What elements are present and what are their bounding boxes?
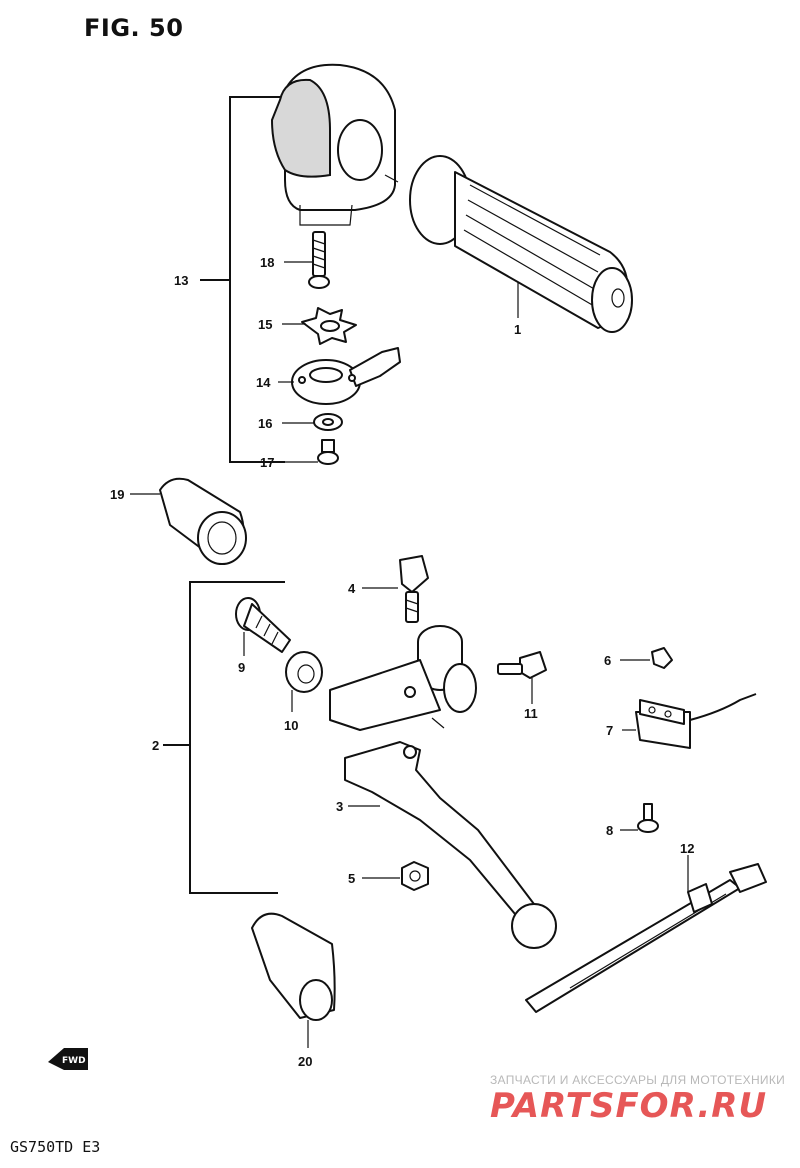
lock-nut-10[interactable] <box>285 651 323 693</box>
callout-5: 5 <box>348 871 355 886</box>
dust-boot-19[interactable] <box>159 477 247 565</box>
star-washer-15[interactable] <box>301 307 357 345</box>
callout-3: 3 <box>336 799 343 814</box>
switch-housing[interactable] <box>270 63 399 226</box>
cable-tie-12[interactable] <box>525 863 767 1013</box>
callout-labels: 1 2 3 4 5 6 7 8 9 10 11 12 13 14 15 16 1… <box>110 255 694 1069</box>
watermark-logo: PARTSFOR.RU <box>490 1086 768 1126</box>
callout-10: 10 <box>284 718 298 733</box>
lever-cover-20[interactable] <box>251 912 336 1021</box>
adjuster-screw-9[interactable] <box>235 597 291 653</box>
screw-17[interactable] <box>317 439 339 465</box>
handlebar-grip-1[interactable] <box>409 155 633 333</box>
screw-18[interactable] <box>308 231 330 289</box>
callout-6: 6 <box>604 653 611 668</box>
clutch-switch-7[interactable] <box>635 693 757 749</box>
clutch-lever-3[interactable] <box>344 741 557 949</box>
callout-7: 7 <box>606 723 613 738</box>
callout-1: 1 <box>514 322 521 337</box>
model-code: GS750TD E3 <box>10 1138 101 1156</box>
callout-19: 19 <box>110 487 124 502</box>
callout-17: 17 <box>260 455 274 470</box>
lever-holder-2[interactable] <box>329 625 477 731</box>
pivot-bolt-4[interactable] <box>399 555 429 623</box>
callout-20: 20 <box>298 1054 312 1069</box>
callout-8: 8 <box>606 823 613 838</box>
washer-16[interactable] <box>313 413 343 431</box>
bolt-11[interactable] <box>497 651 547 679</box>
group-bracket-13 <box>200 96 285 463</box>
watermark-caption: ЗАПЧАСТИ И АКСЕССУАРЫ ДЛЯ МОТОТЕХНИКИ <box>490 1073 786 1087</box>
nut-5[interactable] <box>401 861 429 891</box>
callout-14: 14 <box>256 375 271 390</box>
screw-8[interactable] <box>637 803 659 833</box>
callout-2: 2 <box>152 738 159 753</box>
leader-lines <box>130 261 689 1048</box>
group-bracket-2 <box>163 581 285 894</box>
callout-16: 16 <box>258 416 272 431</box>
figure-title: FIG. 50 <box>84 14 184 42</box>
callout-4: 4 <box>348 581 356 596</box>
callout-15: 15 <box>258 317 272 332</box>
callout-9: 9 <box>238 660 245 675</box>
callout-18: 18 <box>260 255 274 270</box>
direction-badge-label: FWD <box>62 1056 86 1066</box>
callout-11: 11 <box>524 706 538 721</box>
callout-12: 12 <box>680 841 694 856</box>
switch-cam-14[interactable] <box>291 347 401 405</box>
clip-6[interactable] <box>651 647 673 669</box>
forward-arrow-icon: FWD <box>48 1048 88 1070</box>
callout-13: 13 <box>174 273 188 288</box>
